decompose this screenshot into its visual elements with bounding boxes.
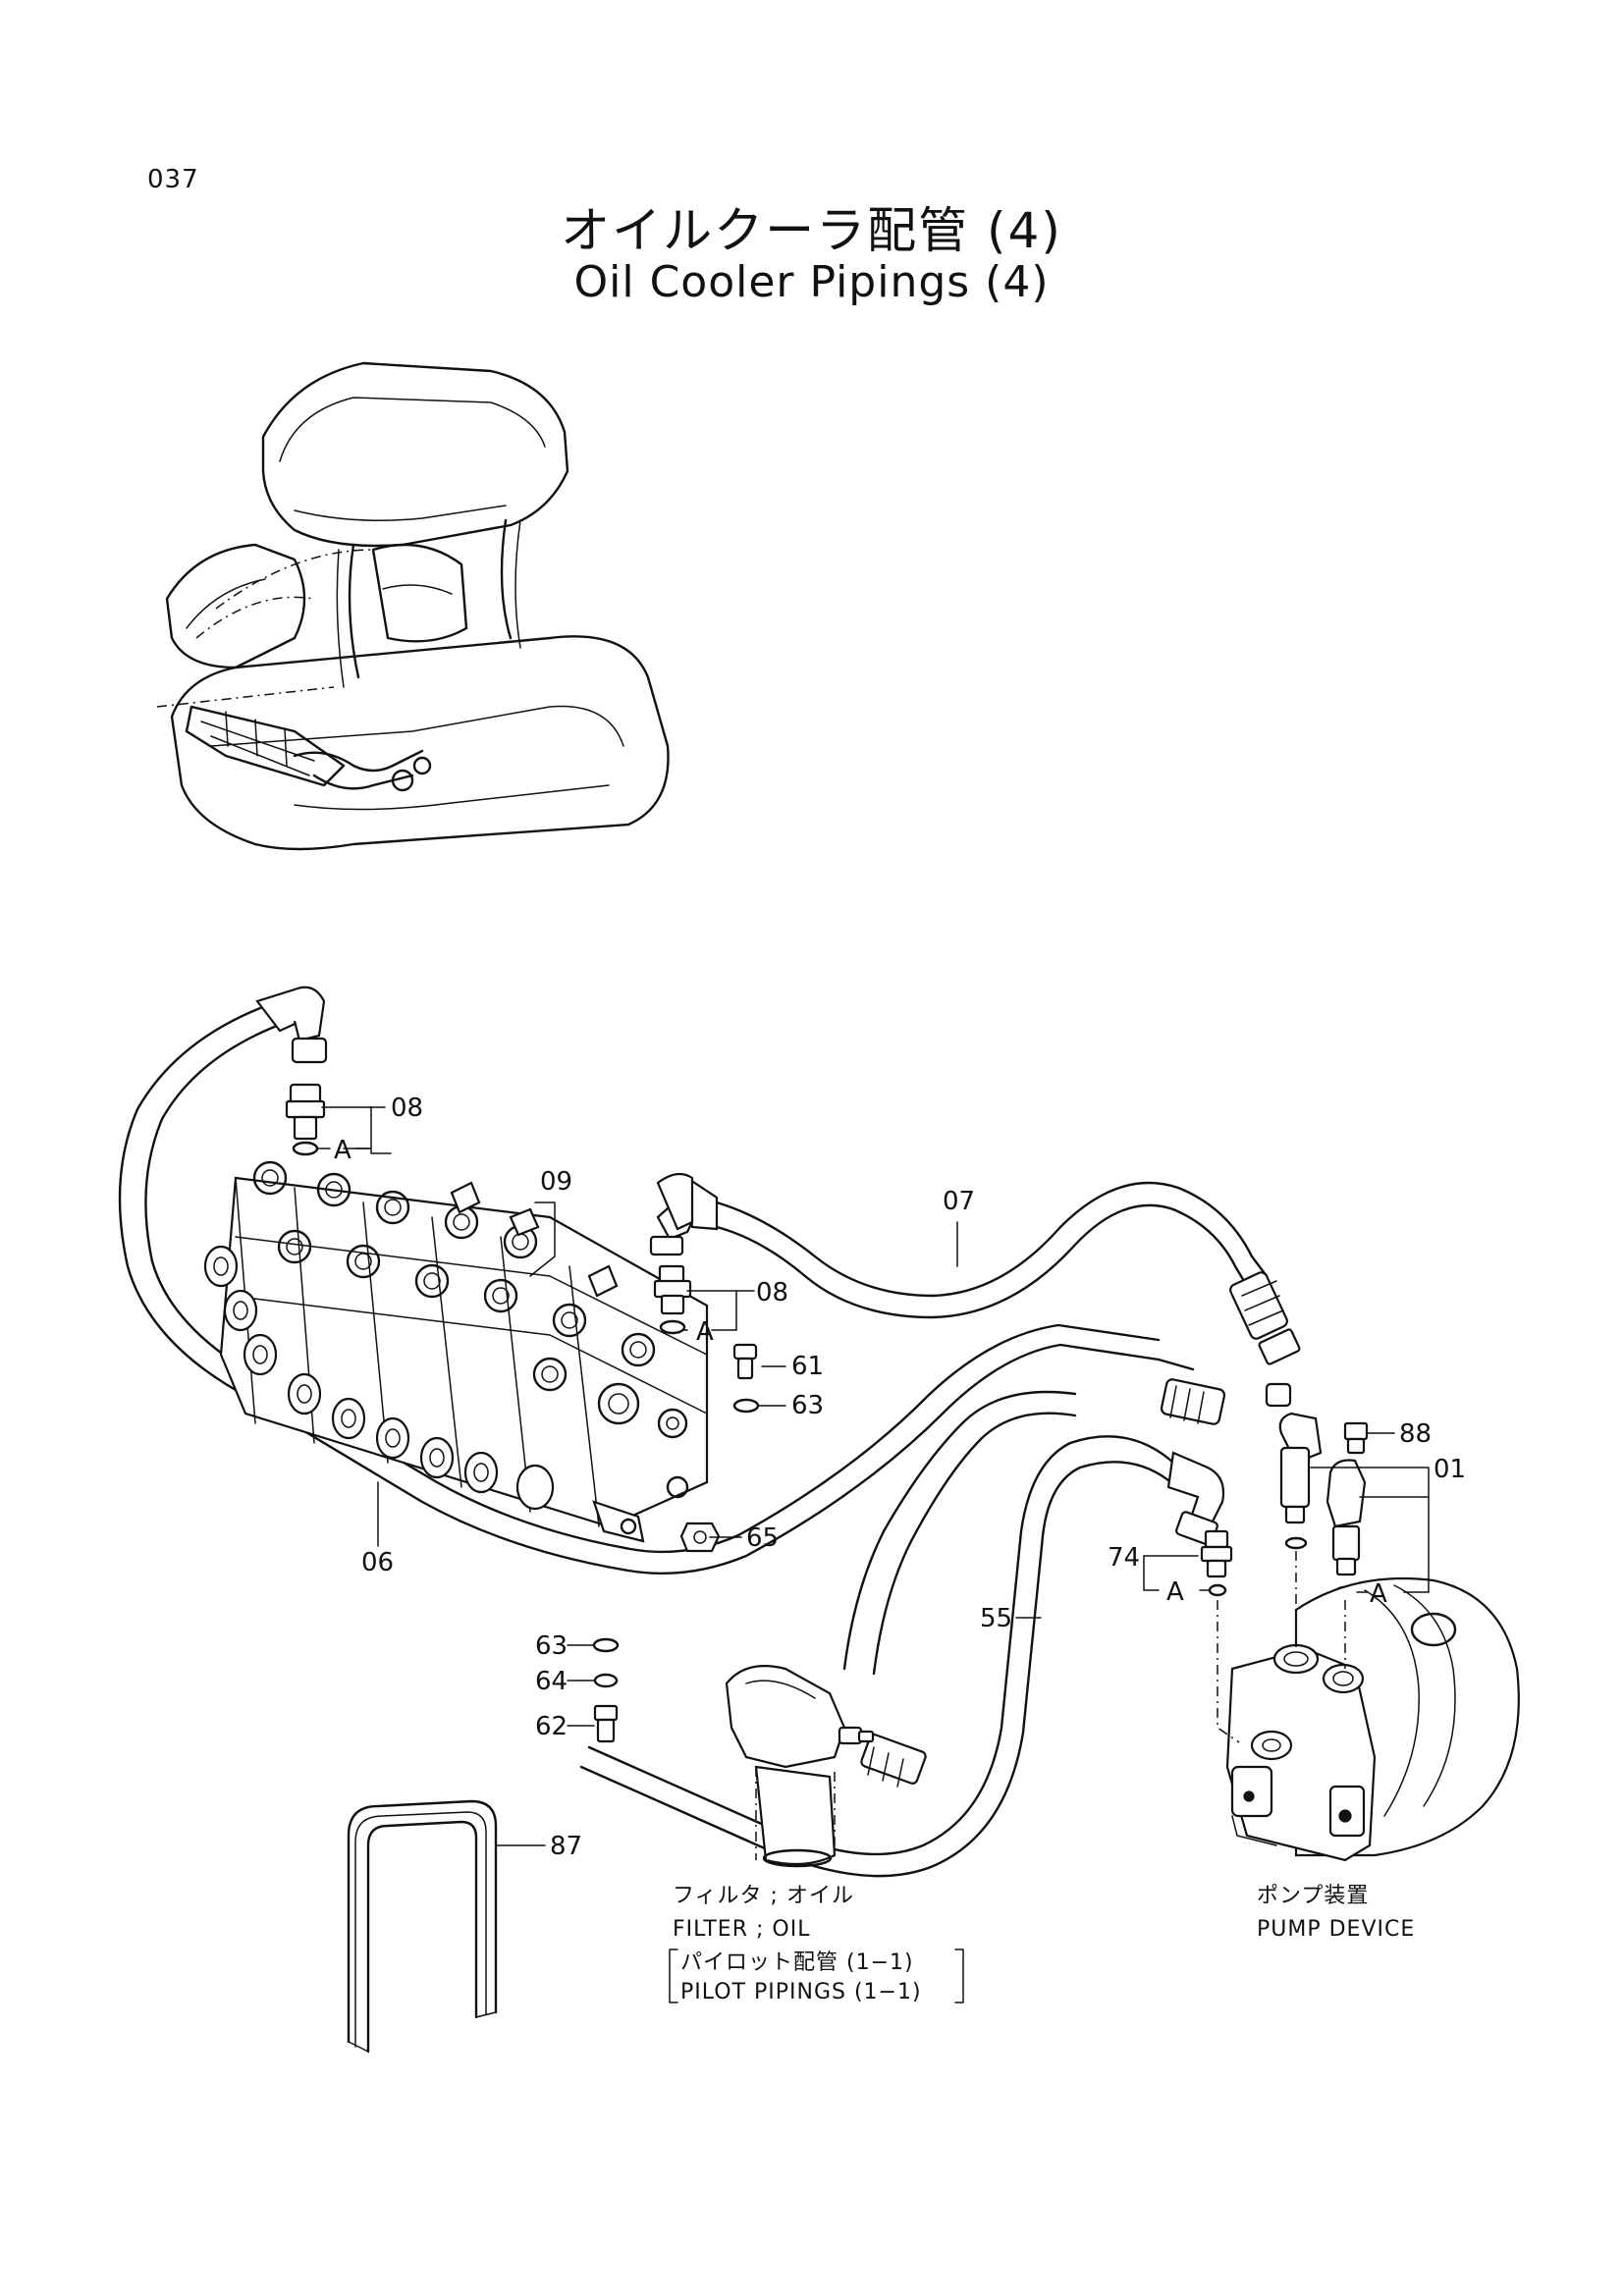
title-english: Oil Cooler Pipings (4) [573,257,1050,307]
callout-a-ref-3: A [1370,1579,1387,1609]
plug-61 [732,1343,758,1380]
filter-label-japanese: フィルタ ; オイル [673,1884,854,1908]
oil-hose-06 [118,986,1161,1575]
oil-filter-illustration [725,1665,875,1868]
callout-07: 07 [943,1187,975,1216]
callout-88: 88 [1399,1419,1432,1449]
pilot-label-japanese: パイロット配管 (1−1) [680,1950,914,1975]
bolt-62 [593,1704,619,1743]
spring-washer-64 [593,1673,619,1688]
pump-device-illustration [1225,1576,1520,1862]
callout-64: 64 [535,1667,568,1696]
machine-overview-illustration [156,361,670,851]
elbow-01 [1265,1382,1367,1576]
callout-09: 09 [540,1167,572,1197]
callout-a-ref-2: A [696,1317,714,1347]
filter-label-english: FILTER ; OIL [673,1917,810,1942]
pilot-label-english: PILOT PIPINGS (1−1) [680,1980,922,2004]
callout-61: 61 [791,1352,824,1381]
pump-label-japanese: ポンプ装置 [1257,1884,1369,1908]
callout-87: 87 [550,1832,582,1861]
nut-65 [679,1522,721,1553]
fitting-74 [1200,1529,1233,1578]
hose-to-pump-upper [842,1358,1226,1676]
callout-numbers: 08 A 09 07 08 A 61 63 88 01 A 06 65 74 A… [334,1094,1466,1861]
component-labels: フィルタ ; オイル FILTER ; OIL パイロット配管 (1−1) PI… [669,1884,1415,2004]
callout-63-upper: 63 [791,1391,824,1420]
o-ring-01-a [1284,1536,1308,1550]
callout-63-lower: 63 [535,1631,568,1661]
callout-06: 06 [361,1548,394,1577]
o-ring-74 [1208,1583,1227,1597]
control-valve-09 [203,1160,709,1543]
washer-63-upper [732,1398,760,1414]
callout-08-upper: 08 [391,1094,423,1123]
callout-08-middle: 08 [756,1278,788,1308]
callout-74: 74 [1108,1543,1140,1573]
callout-55: 55 [980,1604,1012,1633]
fitting-88 [1343,1421,1369,1455]
callout-a-ref-4: A [1166,1577,1184,1607]
fitting-08-upper [285,1083,326,1156]
callout-a-ref-1: A [334,1136,352,1165]
oil-hose-07 [656,1172,1301,1365]
seal-strip-87 [347,1799,498,2054]
callout-62: 62 [535,1712,568,1741]
washer-63-lower [592,1637,620,1653]
pump-label-english: PUMP DEVICE [1257,1917,1415,1942]
pilot-bracket-left [669,1949,678,2003]
pilot-bracket-right [954,1949,964,2003]
leader-lines [316,1106,1430,1846]
reference-lines [1217,1551,1346,1743]
oil-hose-55 [579,1435,1225,1878]
valve-ports [252,1160,689,1499]
page-number: 037 [147,165,199,194]
spool-caps [203,1245,555,1511]
title-japanese: オイルクーラ配管 (4) [561,202,1062,259]
hose-07-coupling [1229,1271,1301,1365]
callout-01: 01 [1434,1455,1466,1484]
callout-65: 65 [746,1523,779,1553]
